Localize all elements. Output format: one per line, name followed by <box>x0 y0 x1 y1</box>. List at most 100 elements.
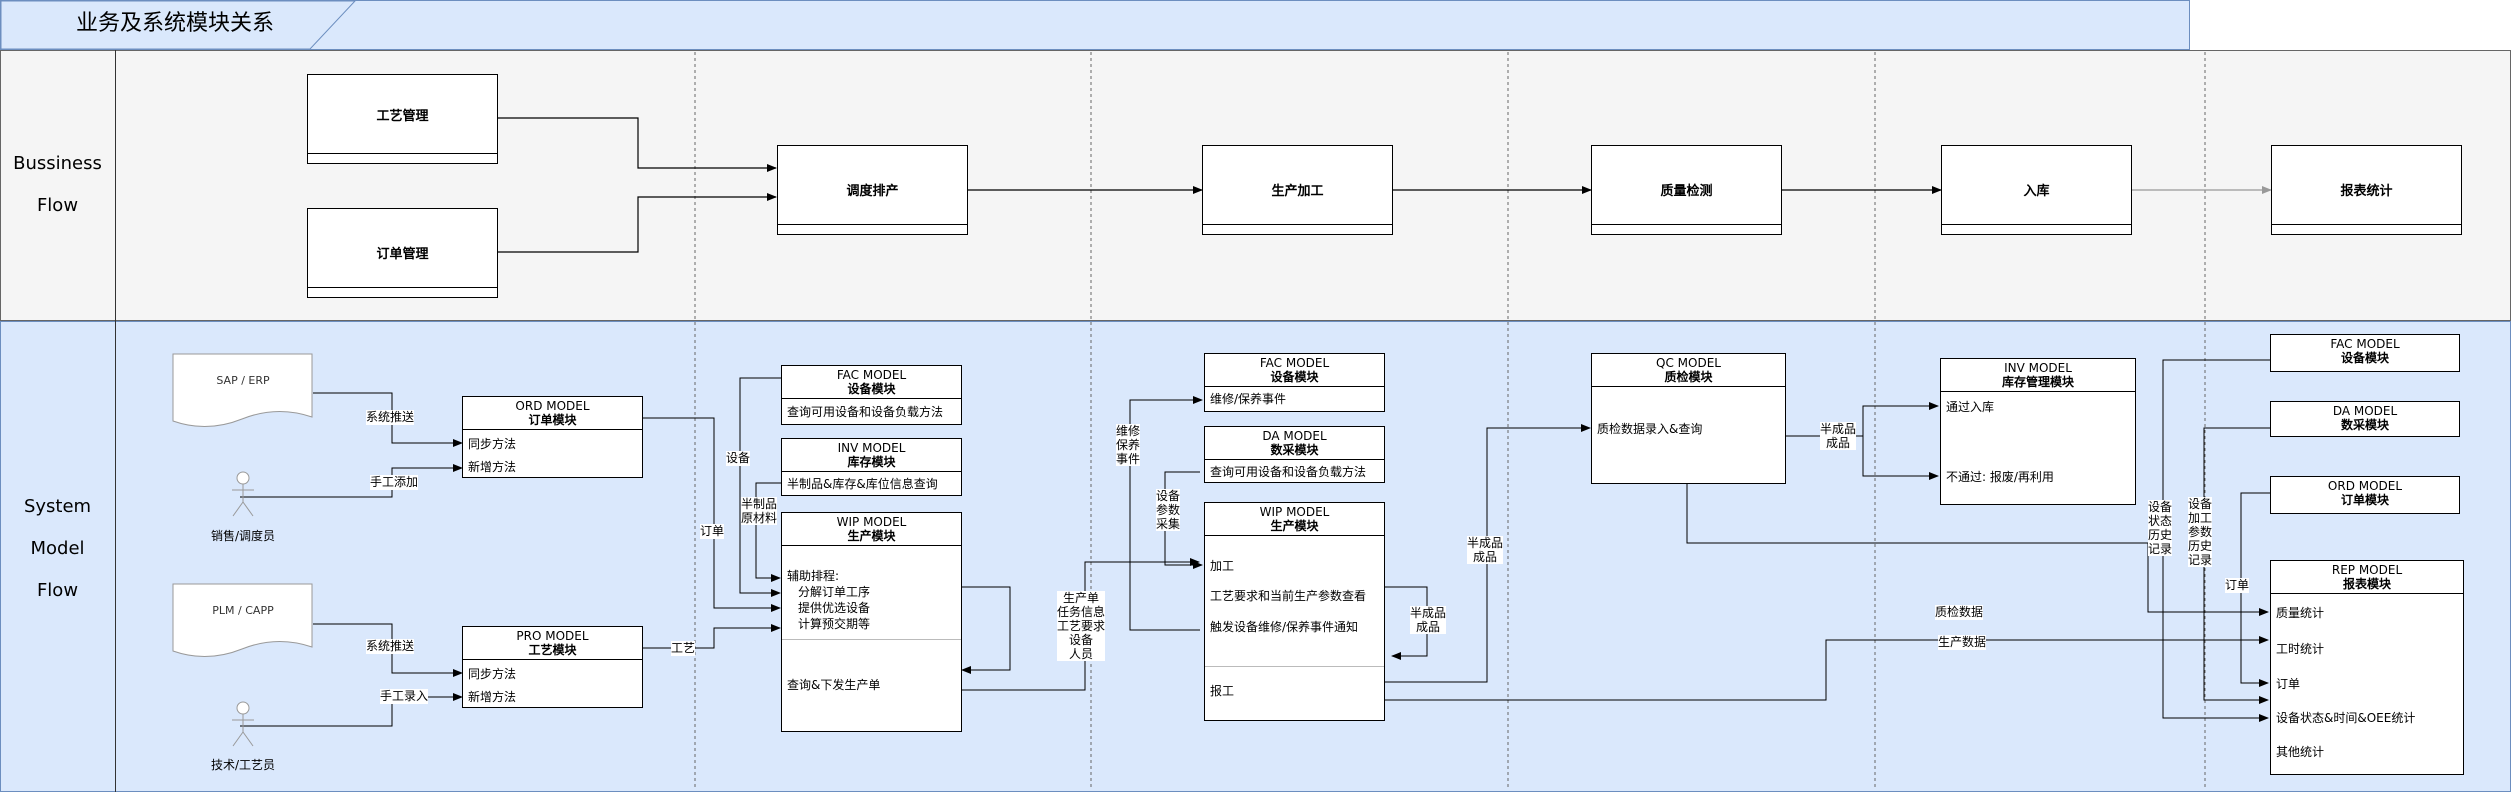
rep-row-oee: 设备状态&时间&OEE统计 <box>2276 711 2416 725</box>
da-module-2: DA MODEL 数采模块 <box>2270 401 2460 437</box>
rep-model: REP MODEL <box>2331 563 2403 577</box>
wip2-model: WIP MODEL <box>1259 505 1330 519</box>
module-divider <box>2271 593 2463 594</box>
fac-module-2: FAC MODEL 设备模块 维修/保养事件 <box>1204 353 1385 412</box>
wip2-row-process: 加工 <box>1210 559 1235 573</box>
module-divider <box>782 471 961 472</box>
wip2-row-report: 报工 <box>1210 684 1235 698</box>
da2-model: DA MODEL <box>2332 404 2398 418</box>
inv-module-1: INV MODEL 库存模块 半制品&库存&库位信息查询 <box>781 438 962 496</box>
fac2-row-maint: 维修/保养事件 <box>1210 392 1287 406</box>
fac3-model: FAC MODEL <box>2330 337 2400 351</box>
ord2-name: 订单模块 <box>2340 493 2389 507</box>
module-divider <box>463 659 642 660</box>
fac1-model: FAC MODEL <box>836 368 907 382</box>
rep-name: 报表模块 <box>2342 577 2391 591</box>
wip1-row-equip: 提供优选设备 <box>798 601 871 615</box>
node-shadow-line <box>1592 224 1781 225</box>
quality-check-label: 质量检测 <box>1660 184 1713 199</box>
pro-module-name: 工艺模块 <box>528 643 577 657</box>
module-divider <box>1205 535 1384 536</box>
rep-row-hours: 工时统计 <box>2276 642 2325 656</box>
edge-label-manual-input: 手工录入 <box>380 689 429 704</box>
da1-row-query: 查询可用设备和设备负载方法 <box>1210 465 1367 479</box>
module-divider <box>782 545 961 546</box>
sales-actor-label: 销售/调度员 <box>210 529 276 543</box>
rep-module: REP MODEL 报表模块 质量统计 工时统计 订单 设备状态&时间&OEE统… <box>2270 560 2464 775</box>
scheduling-node: 调度排产 <box>777 145 968 235</box>
wip1-row-dispatch: 查询&下发生产单 <box>787 678 881 692</box>
fac1-name: 设备模块 <box>847 382 896 396</box>
qc-module: QC MODEL 质检模块 质检数据录入&查询 <box>1591 353 1786 484</box>
inv2-row-fail: 不通过: 报废/再利用 <box>1946 470 2054 484</box>
edge-label-manual-add: 手工添加 <box>370 475 419 490</box>
node-shadow-line <box>308 287 497 288</box>
ord-module: ORD MODEL 订单模块 同步方法 新增方法 <box>462 396 643 478</box>
edge-label-order: 订单 <box>700 524 725 539</box>
da1-name: 数采模块 <box>1270 443 1319 457</box>
ord-module-2: ORD MODEL 订单模块 <box>2270 476 2460 514</box>
rep-row-order: 订单 <box>2276 677 2301 691</box>
qc-row-data: 质检数据录入&查询 <box>1597 422 1703 436</box>
wip2-row-params: 工艺要求和当前生产参数查看 <box>1210 589 1367 603</box>
edge-label-semi-finished-3: 半成品 成品 <box>1820 422 1857 450</box>
inv-module-2: INV MODEL 库存管理模块 通过入库 不通过: 报废/再利用 <box>1940 358 2136 505</box>
qc-name: 质检模块 <box>1664 370 1713 384</box>
title-bar <box>0 0 2190 50</box>
wip2-row-trigger: 触发设备维修/保养事件通知 <box>1210 620 1359 634</box>
production-node: 生产加工 <box>1202 145 1393 235</box>
pro-module-model: PRO MODEL <box>516 629 589 643</box>
module-divider <box>782 639 961 640</box>
inv1-row-query: 半制品&库存&库位信息查询 <box>787 477 938 491</box>
lane-header-divider <box>115 50 116 792</box>
inv1-model: INV MODEL <box>837 441 906 455</box>
fac2-name: 设备模块 <box>1270 370 1319 384</box>
edge-label-equip-status-history: 设备 状态 历史 记录 <box>2148 500 2173 556</box>
wip-module-2: WIP MODEL 生产模块 加工 工艺要求和当前生产参数查看 触发设备维修/保… <box>1204 502 1385 721</box>
rep-row-quality: 质量统计 <box>2276 606 2325 620</box>
edge-label-maintenance-event: 维修 保养 事件 <box>1116 424 1141 466</box>
sales-actor-icon <box>232 471 254 517</box>
pro-module: PRO MODEL 工艺模块 同步方法 新增方法 <box>462 626 643 708</box>
title-tab-shape <box>0 0 357 50</box>
wip1-row-delivery: 计算预交期等 <box>798 617 871 631</box>
plm-capp-label: PLM / CAPP <box>212 604 274 617</box>
wip1-row-aux: 辅助排程: <box>787 569 840 583</box>
edge-label-semi-finished-2: 半成品 成品 <box>1467 536 1504 564</box>
module-divider <box>1592 386 1785 387</box>
module-divider <box>463 429 642 430</box>
page-title: 业务及系统模块关系 <box>76 11 275 36</box>
qc-model: QC MODEL <box>1656 356 1721 370</box>
fac-module-1: FAC MODEL 设备模块 查询可用设备和设备负载方法 <box>781 365 962 425</box>
report-node: 报表统计 <box>2271 145 2462 235</box>
inv1-name: 库存模块 <box>847 455 896 469</box>
warehouse-node: 入库 <box>1941 145 2132 235</box>
module-divider <box>1205 666 1384 667</box>
edge-label-semi-finished-1: 半成品 成品 <box>1410 606 1447 634</box>
inv2-name: 库存管理模块 <box>2001 375 2074 389</box>
fac3-name: 设备模块 <box>2340 351 2389 365</box>
wip1-name: 生产模块 <box>847 529 896 543</box>
edge-label-semi-material: 半制品 原材料 <box>741 497 778 525</box>
plm-capp-document <box>172 583 313 658</box>
system-lane-title-1: System <box>23 496 92 517</box>
tech-actor-icon <box>232 701 254 747</box>
fac-module-3: FAC MODEL 设备模块 <box>2270 334 2460 372</box>
ord-row-add: 新增方法 <box>468 460 517 474</box>
edge-label-qc-data: 质检数据 <box>1935 605 1984 620</box>
edge-label-production-order-info: 生产单 任务信息 工艺要求 设备 人员 <box>1057 591 1106 661</box>
system-lane-title-3: Flow <box>36 580 79 601</box>
module-divider <box>1941 391 2135 392</box>
production-label: 生产加工 <box>1271 184 1324 199</box>
quality-check-node: 质量检测 <box>1591 145 1782 235</box>
wip1-model: WIP MODEL <box>836 515 907 529</box>
ord-module-model: ORD MODEL <box>515 399 590 413</box>
order-management-label: 订单管理 <box>376 247 429 262</box>
craft-management-node: 工艺管理 <box>307 74 498 164</box>
order-management-node: 订单管理 <box>307 208 498 298</box>
module-divider <box>1205 459 1384 460</box>
report-label: 报表统计 <box>2340 184 2393 199</box>
edge-label-equipment: 设备 <box>726 451 751 466</box>
edge-label-sys-push-2: 系统推送 <box>366 639 415 654</box>
